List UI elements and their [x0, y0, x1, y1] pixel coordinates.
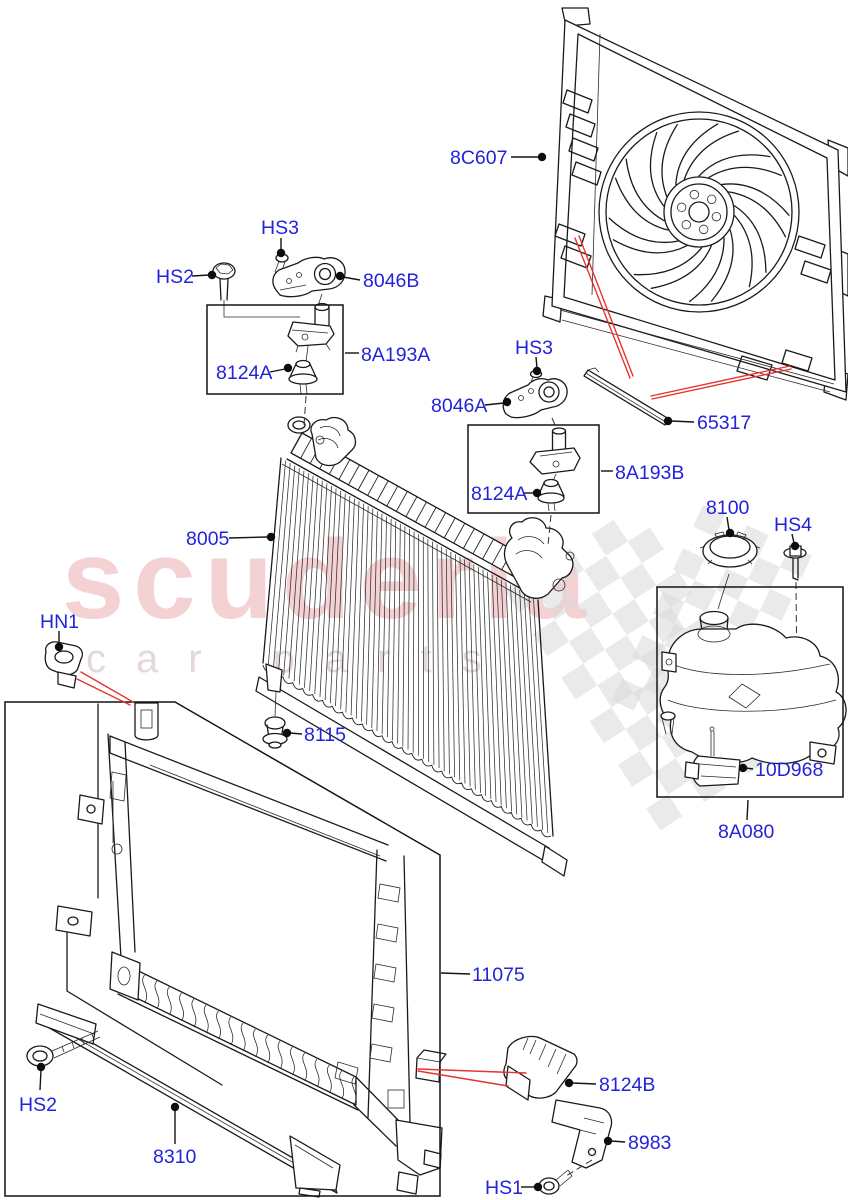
part-label-8100[interactable]: 8100	[706, 497, 750, 519]
drain-plug-8115	[262, 716, 288, 749]
expansion-tank-drawing	[659, 610, 847, 769]
part-label-8005[interactable]: 8005	[186, 528, 230, 550]
hs2-bolt-top	[212, 262, 236, 301]
fan-shroud-drawing	[542, 7, 848, 401]
expansion-tank-group	[659, 531, 847, 787]
part-label-HS2-top[interactable]: HS2	[156, 266, 194, 288]
radiator-bottom-scallops	[262, 664, 552, 838]
highlight-leader-lines	[76, 235, 792, 1087]
fan-blades	[608, 123, 790, 303]
part-label-8115[interactable]: 8115	[304, 724, 346, 746]
frame-column-notches	[369, 883, 405, 1109]
leader-lines	[36, 152, 800, 1192]
mount-insulator-8A193B	[529, 427, 581, 512]
part-label-8310[interactable]: 8310	[153, 1146, 197, 1168]
bracket-8983	[551, 1099, 613, 1169]
part-label-HS4[interactable]: HS4	[774, 514, 812, 536]
bracket-8046A	[502, 378, 568, 419]
mount-insulator-8A193A	[287, 302, 335, 395]
fan-hub-bolts	[676, 189, 722, 235]
part-label-HN1[interactable]: HN1	[40, 611, 79, 633]
part-label-8124A-1[interactable]: 8124A	[216, 362, 272, 384]
mount-pad-8124B	[503, 1035, 578, 1101]
part-label-8046B[interactable]: 8046B	[363, 270, 419, 292]
hn1-clip	[44, 641, 83, 689]
part-label-8983[interactable]: 8983	[628, 1132, 671, 1154]
part-label-8124A-2[interactable]: 8124A	[471, 483, 527, 505]
upper-mount-group	[212, 253, 346, 427]
group-box-8A193A	[206, 304, 344, 395]
part-label-8A193B[interactable]: 8A193B	[615, 462, 684, 484]
group-box-8A193B	[467, 424, 600, 514]
radiator-drawing	[255, 416, 575, 877]
hs1-bolt	[538, 1169, 573, 1195]
part-label-8124B[interactable]: 8124B	[599, 1074, 655, 1096]
part-label-65317[interactable]: 65317	[697, 412, 751, 434]
part-label-8A080[interactable]: 8A080	[718, 821, 775, 843]
part-label-10D968[interactable]: 10D968	[755, 759, 823, 781]
part-label-8A193A[interactable]: 8A193A	[361, 344, 430, 366]
pressure-cap-8100	[699, 531, 761, 568]
bracket-8046B	[272, 256, 346, 298]
group-box-11075	[4, 701, 441, 1197]
shroud-slots	[554, 89, 832, 381]
part-label-HS3-mid[interactable]: HS3	[515, 337, 553, 359]
lower-frame-assembly	[26, 702, 447, 1198]
part-label-11075[interactable]: 11075	[472, 964, 525, 986]
part-label-8046A[interactable]: 8046A	[431, 395, 487, 417]
seal-strip-65317	[583, 367, 670, 426]
radiator-core-fins	[262, 457, 554, 837]
part-label-HS1[interactable]: HS1	[485, 1177, 523, 1199]
part-label-8C607[interactable]: 8C607	[450, 147, 507, 169]
group-box-8A080	[656, 586, 844, 798]
part-label-HS3-top[interactable]: HS3	[261, 217, 299, 239]
part-labels: 8C607 HS3 HS2 8046B 8A193A 8124A 8005 HN…	[19, 147, 823, 1199]
level-sensor-10D968	[684, 726, 741, 787]
part-label-HS2-bottom[interactable]: HS2	[19, 1094, 57, 1116]
mid-mount-group	[502, 369, 581, 546]
radiator-top-right-tank	[503, 517, 575, 599]
